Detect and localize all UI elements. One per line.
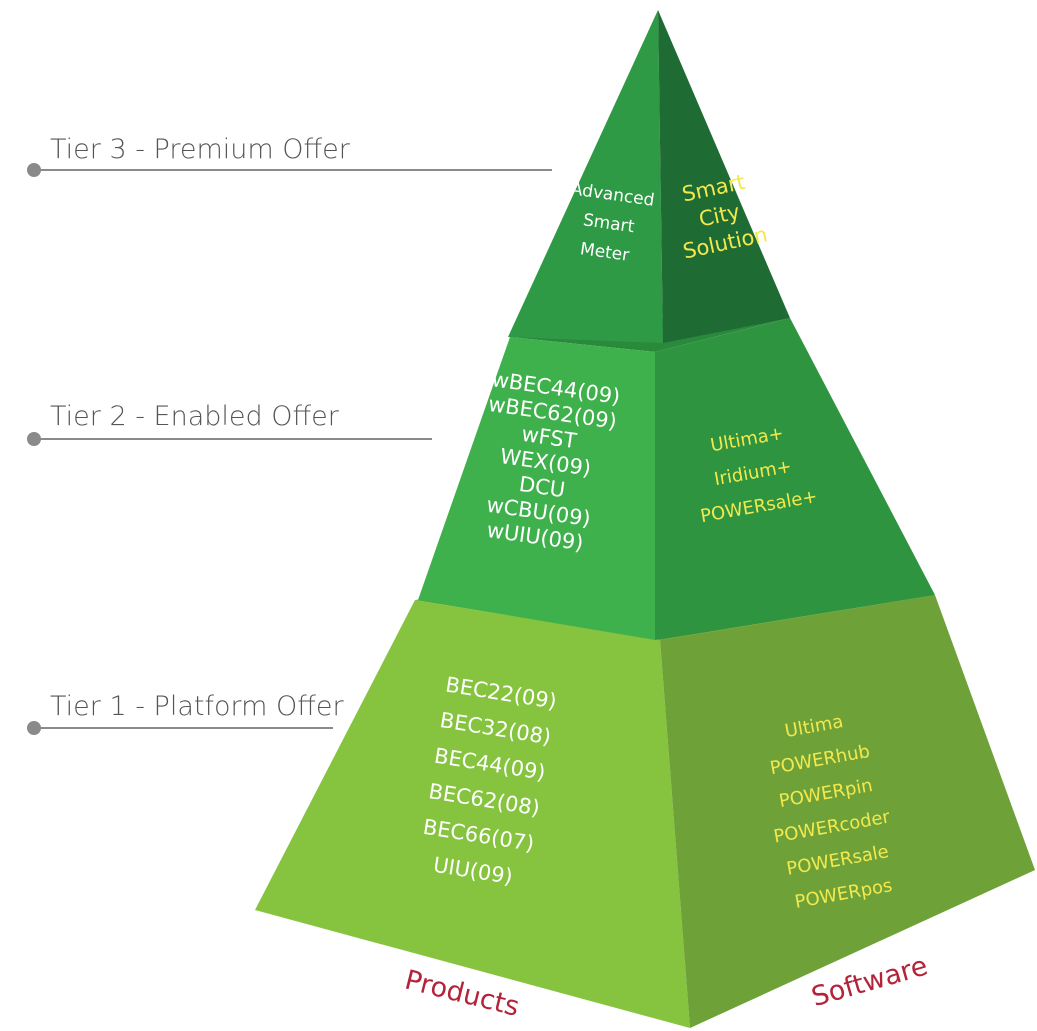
tier-3-callout: Tier 3 - Premium Offer	[27, 134, 552, 177]
tier-2-callout: Tier 2 - Enabled Offer	[27, 401, 432, 446]
tier-1-left-face	[255, 600, 690, 1028]
tier-1-right-face	[660, 595, 1035, 1028]
tier-1-leader-dot	[27, 721, 41, 735]
pyramid-tier-3	[508, 10, 790, 343]
tier-3-left-face	[508, 10, 663, 343]
tier-2-label: Tier 2 - Enabled Offer	[50, 401, 340, 432]
tier-3-right-face	[658, 10, 790, 343]
tier-2-leader-dot	[27, 432, 41, 446]
tier-3-leader-dot	[27, 163, 41, 177]
pyramid-tier-2	[418, 318, 935, 640]
tier-3-label: Tier 3 - Premium Offer	[50, 134, 351, 165]
pyramid-tier-1	[255, 580, 1035, 1028]
tier-2-left-face	[418, 337, 655, 640]
tier-2-right-face	[655, 318, 935, 640]
tier-1-label: Tier 1 - Platform Offer	[50, 691, 344, 722]
tier-1-callout: Tier 1 - Platform Offer	[27, 691, 344, 735]
